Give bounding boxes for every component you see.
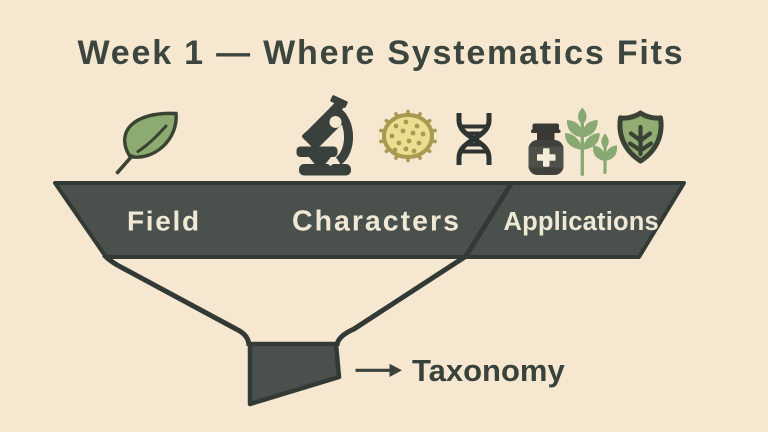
svg-text:Week 1 — Where Systematics Fit: Week 1 — Where Systematics Fits	[78, 34, 685, 72]
svg-text:Taxonomy: Taxonomy	[412, 353, 565, 388]
svg-text:Applications: Applications	[504, 208, 659, 236]
svg-text:Field: Field	[127, 206, 201, 237]
svg-text:Characters: Characters	[292, 206, 461, 238]
